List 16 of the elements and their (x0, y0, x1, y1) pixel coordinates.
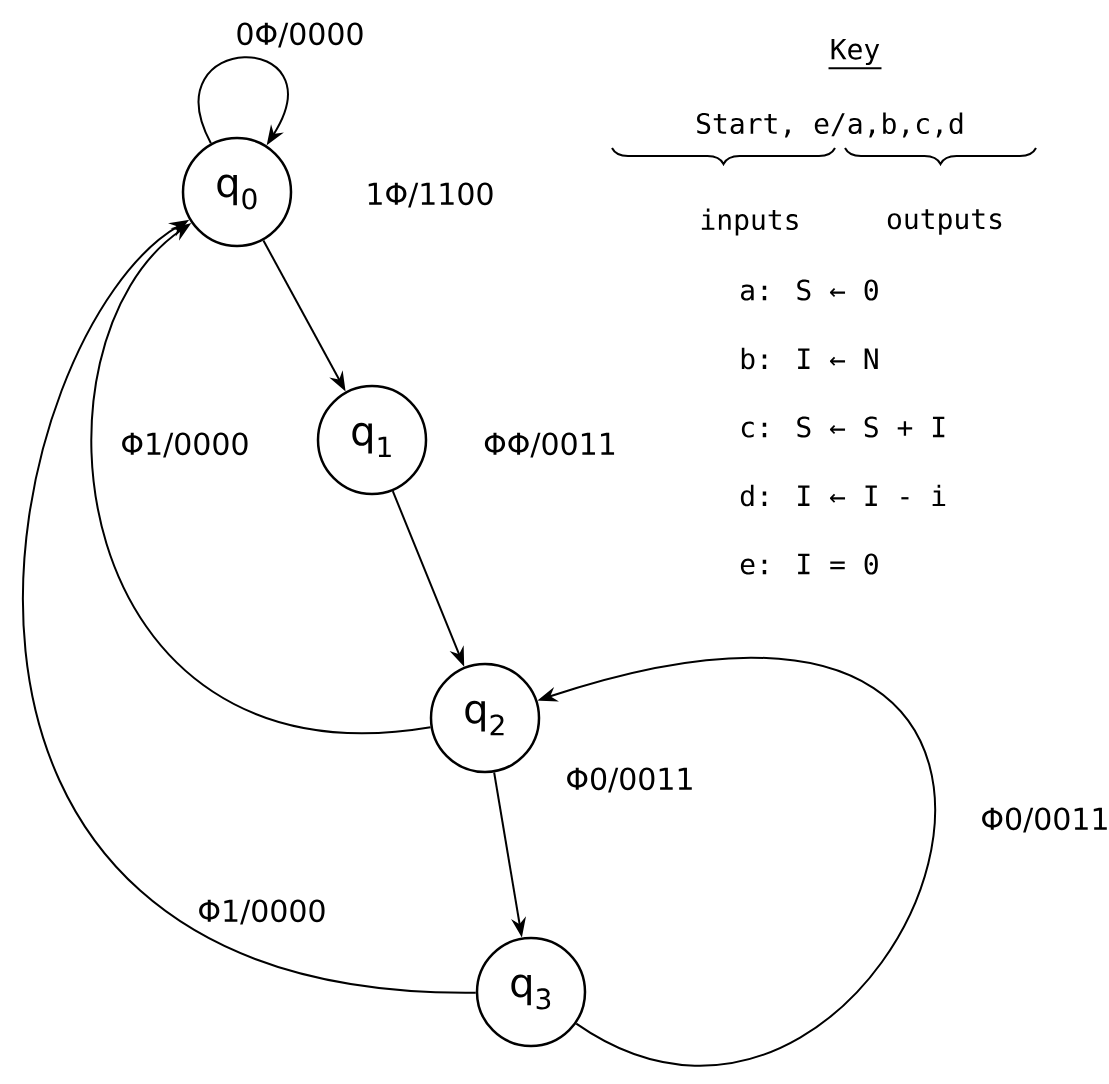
edge-label: 0Φ/0000 (233, 20, 367, 50)
key-heading: Key (827, 38, 883, 70)
key-text: outputs (887, 209, 1002, 235)
edge-label: Φ1/0000 (118, 430, 252, 460)
edge-label: Φ0/0011 (978, 805, 1109, 835)
key-text: c: S ← S + I (741, 416, 945, 438)
arrow (90, 223, 432, 734)
key-text: d: I ← I - i (740, 484, 946, 507)
edge-label: Φ1/0000 (195, 897, 329, 927)
key-text: b: I ← N (741, 347, 878, 370)
key-text: Start, e/a,b,c,d (697, 112, 963, 138)
key-text: a: S ← 0 (741, 279, 878, 301)
edge-label: ΦΦ/0011 (481, 430, 619, 460)
key-text: inputs (701, 208, 798, 236)
key-text: e: I = 0 (740, 553, 878, 575)
edge-label: 1Φ/1100 (363, 180, 497, 210)
